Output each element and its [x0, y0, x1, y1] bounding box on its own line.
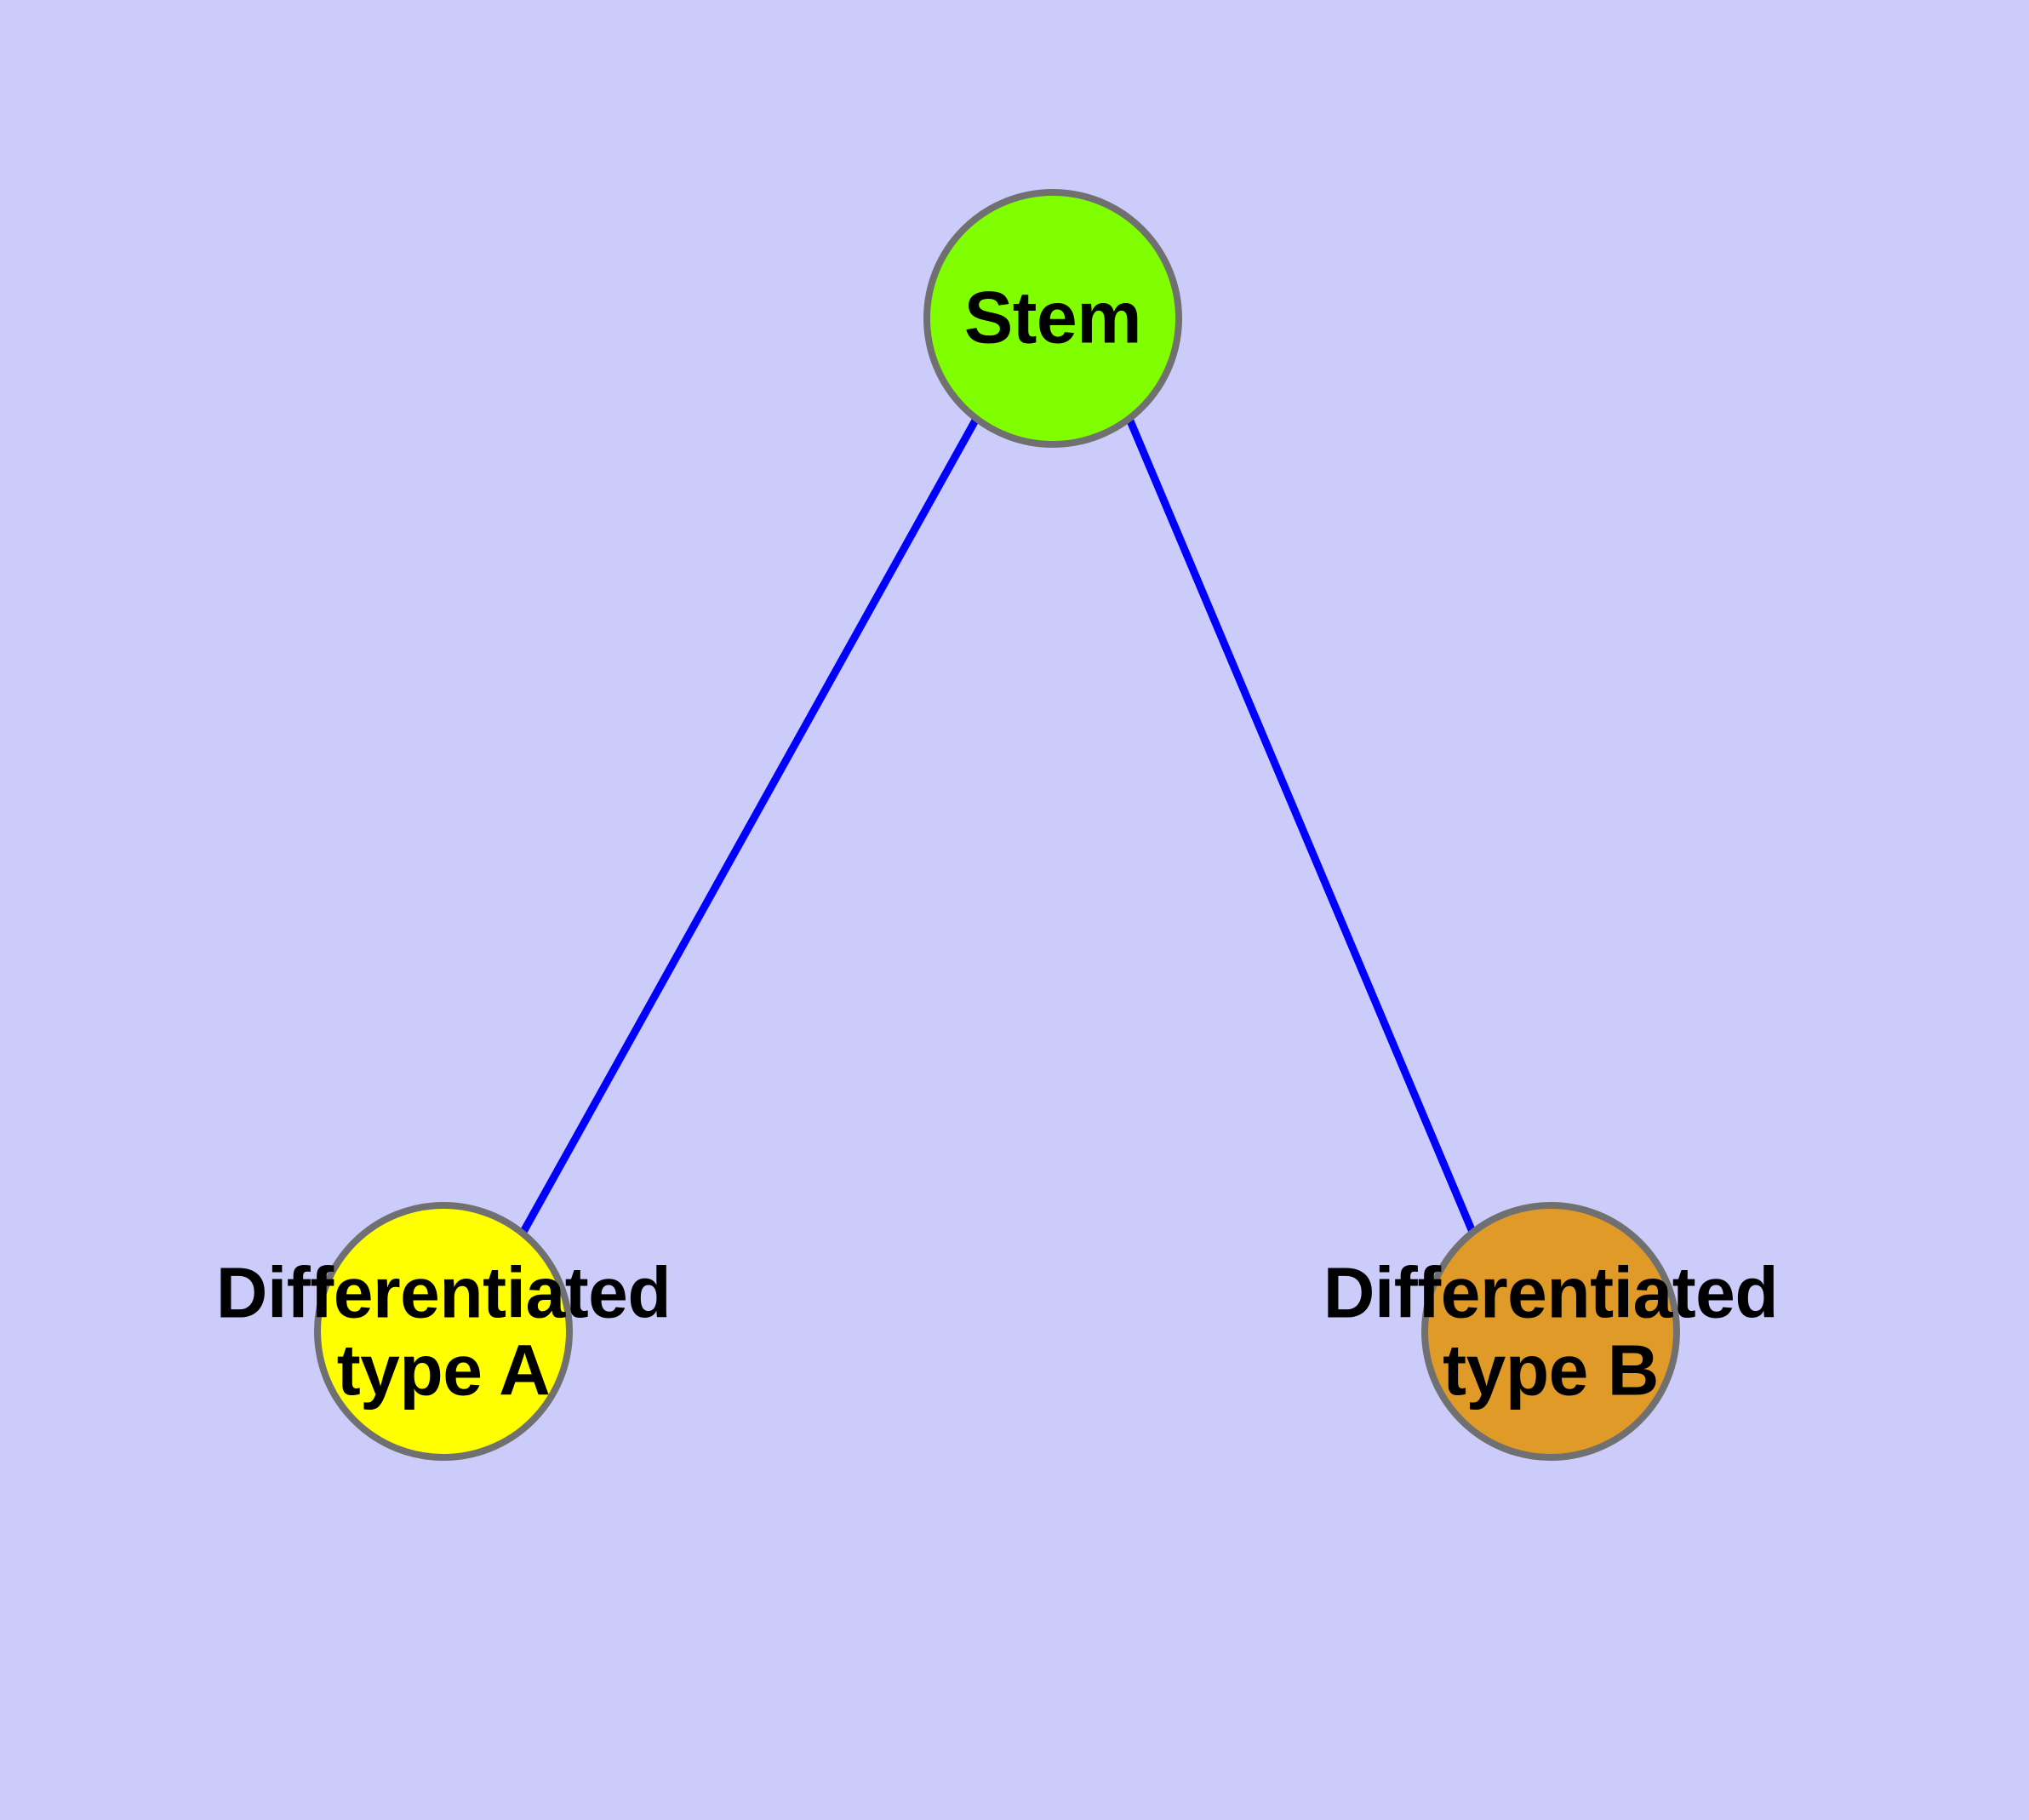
- edge-stem-to-differentiated-type-b: [1125, 417, 1477, 1233]
- node-differentiated-type-b-circle[interactable]: [1421, 1202, 1680, 1461]
- nodes-layer: [314, 189, 1680, 1461]
- edges-layer: [520, 416, 1477, 1234]
- edge-stem-to-differentiated-type-a: [520, 416, 980, 1234]
- node-differentiated-type-a-circle[interactable]: [314, 1202, 573, 1461]
- node-stem-circle[interactable]: [923, 189, 1182, 448]
